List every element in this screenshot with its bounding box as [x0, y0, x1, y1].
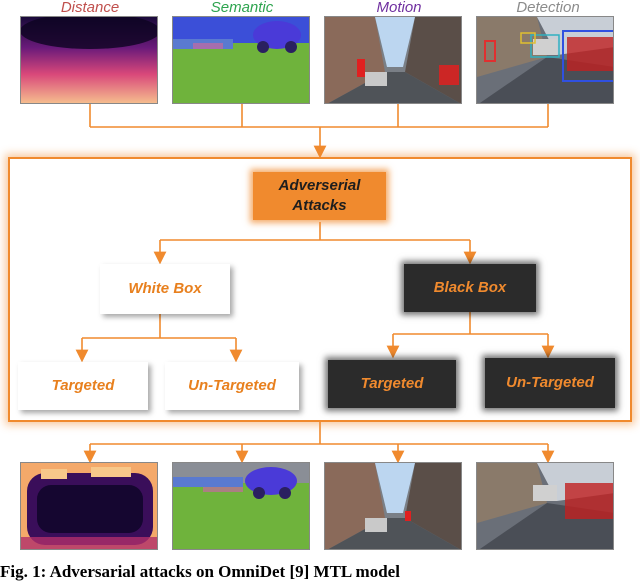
semantic-label: Semantic: [210, 0, 274, 16]
black-box-untargeted-node: Un-Targeted: [485, 358, 615, 408]
white-box-node: White Box: [100, 264, 230, 314]
white-box-targeted-node: Targeted: [18, 362, 148, 410]
white-box-untargeted-label: Un-Targeted: [188, 377, 276, 394]
motion-segmentation-image: [324, 16, 462, 104]
motion-label: Motion: [376, 0, 422, 16]
attacked-detection-image: [476, 462, 614, 550]
detection-label: Detection: [516, 0, 580, 16]
white-box-untargeted-node: Un-Targeted: [165, 362, 299, 410]
distance-map-image: [20, 16, 158, 104]
white-box-targeted-label: Targeted: [51, 377, 115, 394]
semantic-segmentation-image: [172, 16, 310, 104]
black-box-targeted-node: Targeted: [328, 360, 456, 408]
white-box-label: White Box: [128, 280, 202, 297]
black-box-label: Black Box: [433, 279, 507, 296]
black-box-node: Black Box: [404, 264, 536, 312]
object-detection-image: [476, 16, 614, 104]
black-box-targeted-label: Targeted: [360, 375, 424, 392]
adversarial-attacks-node: Adverserial Attacks: [253, 172, 386, 220]
attack-taxonomy-panel: [8, 157, 632, 422]
figure-caption: Fig. 1: Adversarial attacks on OmniDet […: [0, 562, 400, 581]
black-box-untargeted-label: Un-Targeted: [506, 374, 594, 391]
attacked-motion-image: [324, 462, 462, 550]
adversarial-attacks-label: Adverserial Attacks: [278, 177, 361, 214]
attacked-semantic-image: [172, 462, 310, 550]
attacked-distance-map-image: [20, 462, 158, 550]
distance-label: Distance: [60, 0, 120, 16]
